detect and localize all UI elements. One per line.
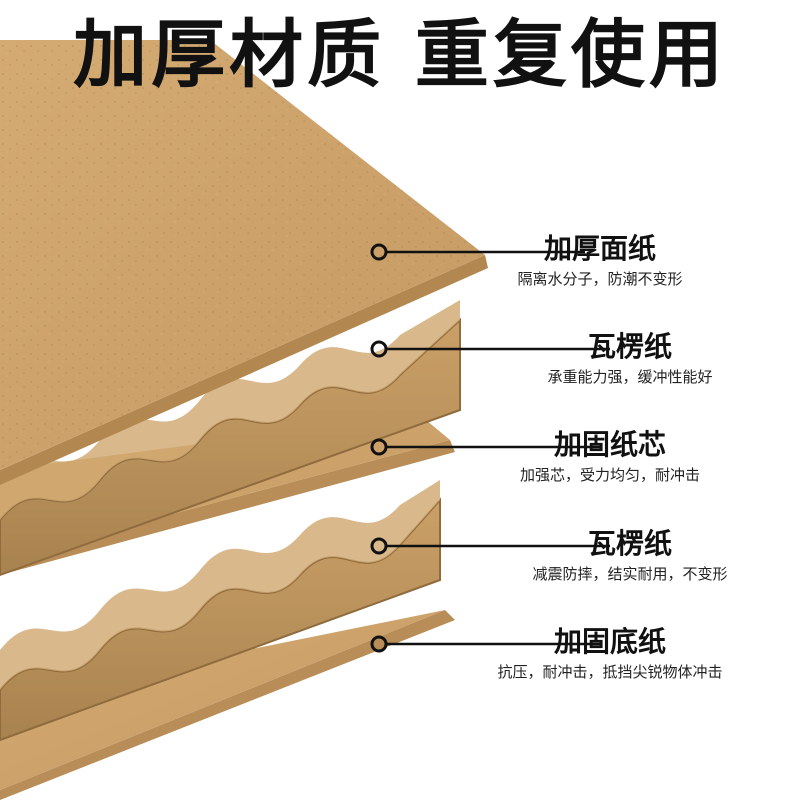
layer-label-top-liner: 加厚面纸 隔离水分子，防潮不变形	[430, 232, 770, 292]
layer-title: 加固底纸	[553, 625, 666, 658]
layer-title: 瓦楞纸	[587, 527, 672, 560]
callout-pointer-5	[370, 635, 600, 653]
bottom-liner-sheet	[0, 610, 455, 800]
layer-desc: 加强芯，受力均匀，耐冲击	[519, 466, 700, 484]
callout-pointer-2	[370, 340, 610, 358]
layer-label-bottom-liner: 加固底纸 抗压，耐冲击，抵挡尖锐物体冲击	[440, 625, 780, 685]
upper-flute-back	[0, 300, 460, 520]
layer-title: 加厚面纸	[543, 232, 656, 265]
layer-title: 加固纸芯	[553, 428, 666, 461]
layer-desc: 隔离水分子，防潮不变形	[517, 270, 683, 288]
callout-pointer-1	[370, 243, 585, 261]
callout-pointer-3	[370, 438, 600, 456]
layer-label-lower-flute: 瓦楞纸 减震防摔，结实耐用，不变形	[460, 527, 800, 587]
layer-label-upper-flute: 瓦楞纸 承重能力强，缓冲性能好	[460, 330, 800, 390]
layer-title: 瓦楞纸	[587, 330, 672, 363]
headline: 加厚材质 重复使用	[73, 12, 727, 98]
callout-pointer-4	[370, 537, 610, 555]
top-liner-edge	[0, 255, 488, 485]
layer-desc: 抗压，耐冲击，抵挡尖锐物体冲击	[497, 663, 723, 681]
bottom-liner-top	[0, 610, 445, 790]
middle-liner-sheet	[0, 440, 455, 575]
layer-desc: 减震防摔，结实耐用，不变形	[532, 565, 728, 583]
lower-flute-back	[0, 480, 440, 690]
layer-label-middle-core: 加固纸芯 加强芯，受力均匀，耐冲击	[440, 428, 780, 488]
layer-desc: 承重能力强，缓冲性能好	[547, 368, 713, 386]
